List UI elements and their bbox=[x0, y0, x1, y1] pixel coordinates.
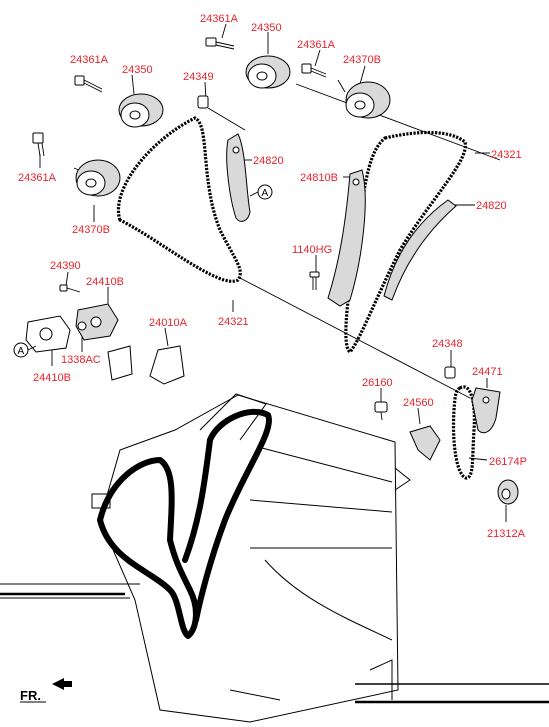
label-gasket-tensioner: 24410B bbox=[33, 372, 71, 384]
bolt-oil-pump bbox=[374, 401, 388, 421]
front-arrow-icon bbox=[20, 678, 72, 703]
ref-circle-a-top: A bbox=[249, 184, 273, 200]
ref-letter-a-bottom: A bbox=[18, 346, 25, 357]
bolt-cam-far-left bbox=[32, 132, 45, 157]
label-bolt-cam-right: 24361A bbox=[297, 39, 336, 51]
bolt-small bbox=[77, 321, 87, 331]
tensioner-assy bbox=[107, 345, 185, 385]
bolt-tensioner bbox=[59, 284, 81, 293]
label-bolt-oil-pump: 26160 bbox=[362, 377, 393, 389]
label-guide-right: 24820 bbox=[476, 200, 507, 212]
label-pin-guide: 24349 bbox=[183, 71, 214, 83]
label-guide-oil-pump: 24560 bbox=[403, 397, 434, 409]
label-sprocket-cvvt-left: 24370B bbox=[72, 224, 110, 236]
label-chain-right: 24321 bbox=[491, 149, 522, 161]
ref-letter-a-top: A bbox=[262, 188, 269, 199]
label-bolt-cam-left: 24361A bbox=[70, 54, 109, 66]
label-bolt-tensioner: 24390 bbox=[50, 260, 81, 272]
label-guide-tensioner-right: 24810B bbox=[300, 172, 338, 184]
bolt-flange bbox=[309, 271, 320, 290]
label-chain-left: 24321 bbox=[218, 316, 249, 328]
label-tensioner-arm: 24410B bbox=[86, 276, 124, 288]
sprocket-cam-center bbox=[245, 55, 291, 89]
bolt-cam-left bbox=[74, 75, 103, 93]
chain-right bbox=[344, 130, 467, 355]
label-bolt-cam-far-left: 24361A bbox=[18, 172, 57, 184]
pin-oil-pump bbox=[444, 366, 456, 379]
tensioner-oil-pump bbox=[471, 387, 501, 434]
chain-oil-pump bbox=[451, 385, 476, 480]
pin-guide bbox=[197, 95, 209, 109]
label-tensioner-oil-pump: 24471 bbox=[472, 366, 503, 378]
label-chain-oil-pump: 26174P bbox=[489, 456, 527, 468]
guide-left bbox=[226, 133, 251, 222]
leader-lines bbox=[39, 23, 507, 522]
engine-timing-chain bbox=[97, 408, 273, 639]
part-labels: 24361A 24350 24361A 24350 24349 24361A 2… bbox=[18, 13, 527, 540]
guide-oil-pump bbox=[409, 425, 441, 461]
label-sprocket-crank: 21312A bbox=[487, 528, 526, 540]
label-bolt-small: 1338AC bbox=[61, 354, 101, 366]
guide-right bbox=[383, 199, 457, 301]
sprocket-cam-left bbox=[118, 93, 164, 128]
tensioner-arm bbox=[75, 303, 119, 341]
label-bolt-cam-center: 24361A bbox=[200, 13, 239, 25]
label-sprocket-cvvt-right: 24370B bbox=[343, 54, 381, 66]
engine-block bbox=[0, 393, 549, 723]
label-bolt-flange: 1140HG bbox=[292, 244, 332, 256]
guide-tensioner-right bbox=[327, 169, 366, 307]
label-pin-oil-pump: 24348 bbox=[432, 338, 463, 350]
label-sprocket-cam-left: 24350 bbox=[122, 64, 153, 76]
chain-left bbox=[116, 116, 242, 283]
sprocket-crank bbox=[497, 479, 519, 505]
gasket-tensioner bbox=[25, 315, 71, 353]
bolt-cam-right bbox=[301, 63, 327, 78]
label-sprocket-cam-center: 24350 bbox=[251, 22, 282, 34]
label-guide-left: 24820 bbox=[253, 155, 284, 167]
bolt-cam-center bbox=[205, 37, 235, 50]
ref-circle-a-bottom: A bbox=[13, 342, 37, 358]
label-tensioner-assy: 24010A bbox=[149, 317, 188, 329]
sprocket-cvvt-left bbox=[75, 159, 121, 197]
front-label: FR. bbox=[20, 688, 41, 703]
sprocket-cvvt-right bbox=[345, 81, 391, 119]
